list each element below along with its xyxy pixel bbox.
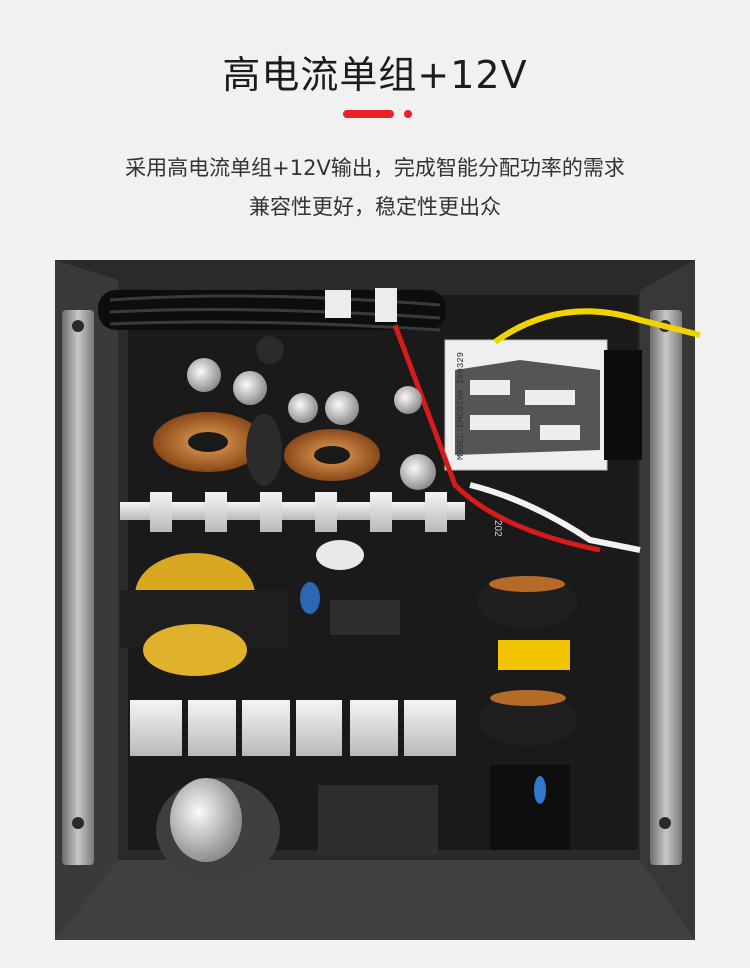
mid-transformer bbox=[330, 600, 400, 635]
cable-bundle bbox=[98, 288, 446, 332]
small-capacitors bbox=[187, 336, 436, 490]
top-heatsink bbox=[120, 492, 465, 532]
small-coil bbox=[316, 540, 364, 570]
emi-chokes: 202 bbox=[477, 520, 578, 746]
bulk-capacitor bbox=[156, 778, 280, 882]
bottom-transformer bbox=[318, 785, 438, 855]
input-daughter-board: MODEL:EMC01VA 160329 bbox=[444, 339, 642, 471]
emi-label: 202 bbox=[492, 520, 503, 537]
white-wire bbox=[469, 482, 641, 553]
toroid-coils bbox=[153, 412, 380, 486]
accent-bar bbox=[343, 110, 394, 118]
board-code-label: MODEL:EMC01VA 160329 bbox=[456, 352, 466, 460]
bottom-daughter-board bbox=[490, 765, 570, 850]
blue-capacitor bbox=[300, 582, 320, 614]
page-title: 高电流单组+12V bbox=[222, 53, 528, 97]
main-transformer bbox=[120, 553, 288, 676]
bottom-blue-capacitors bbox=[534, 776, 546, 804]
red-wire bbox=[392, 324, 601, 553]
description-line-1: 采用高电流单组+12V输出，完成智能分配功率的需求 bbox=[125, 156, 625, 180]
psu-interior-photo: MODEL:EMC01VA 160329 bbox=[55, 260, 701, 940]
accent-dot bbox=[404, 110, 412, 118]
description-line-2: 兼容性更好，稳定性更出众 bbox=[249, 195, 501, 219]
yellow-wire bbox=[493, 308, 701, 345]
bottom-heatsinks bbox=[130, 700, 456, 756]
